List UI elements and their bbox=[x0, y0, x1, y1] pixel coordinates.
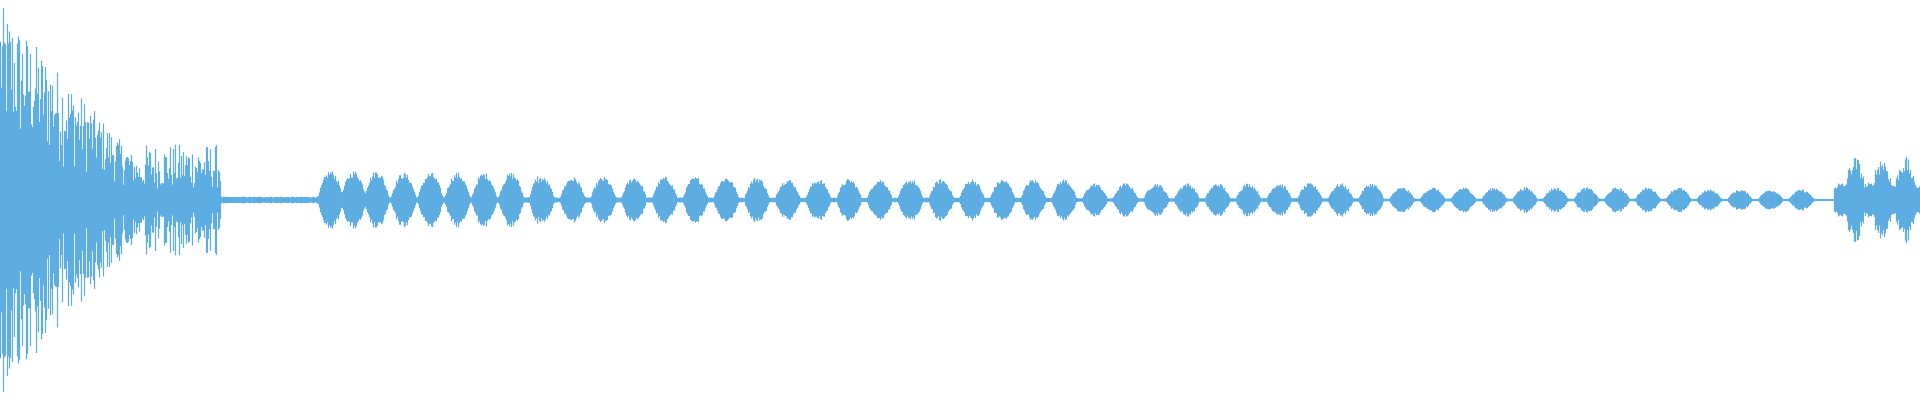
waveform-layer bbox=[0, 7, 1920, 393]
